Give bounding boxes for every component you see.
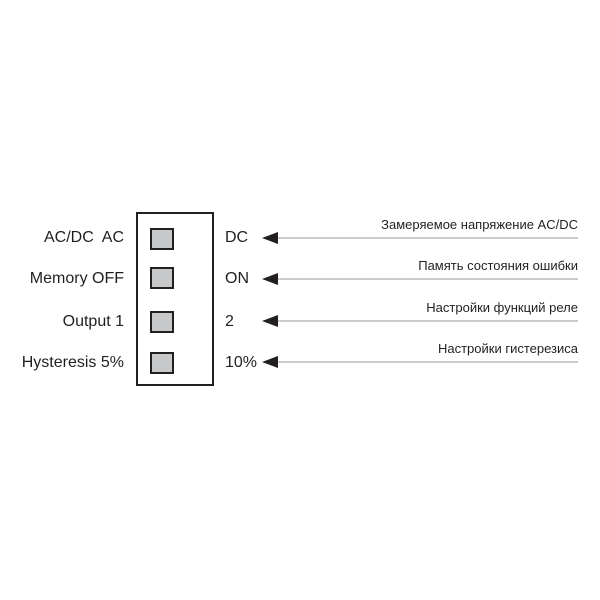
left-label-memory: Memory OFF — [29, 270, 124, 287]
right-label-hysteresis: 10% — [225, 354, 258, 371]
left-label-output: Output 1 — [62, 313, 124, 330]
dip-switch-2 — [150, 267, 174, 289]
left-label-acdc: AC/DC AC — [43, 229, 124, 246]
right-label-memory: ON — [225, 270, 249, 287]
dip-switch-4 — [150, 352, 174, 374]
arrow-row-3 — [262, 315, 578, 327]
right-label-output: 2 — [225, 313, 234, 330]
arrow-row-1 — [262, 232, 578, 244]
description-memory: Память состояния ошибки — [418, 258, 578, 273]
left-label-hysteresis: Hysteresis 5% — [21, 354, 124, 371]
dip-switch-housing — [136, 212, 214, 386]
dip-switch-3 — [150, 311, 174, 333]
arrow-row-2 — [262, 273, 578, 285]
right-label-acdc: DC — [225, 229, 249, 246]
description-voltage: Замеряемое напряжение AC/DC — [381, 217, 578, 232]
description-relay: Настройки функций реле — [426, 300, 578, 315]
arrow-row-4 — [262, 356, 578, 368]
description-hysteresis: Настройки гистерезиса — [437, 341, 578, 356]
dip-switch-1 — [150, 228, 174, 250]
